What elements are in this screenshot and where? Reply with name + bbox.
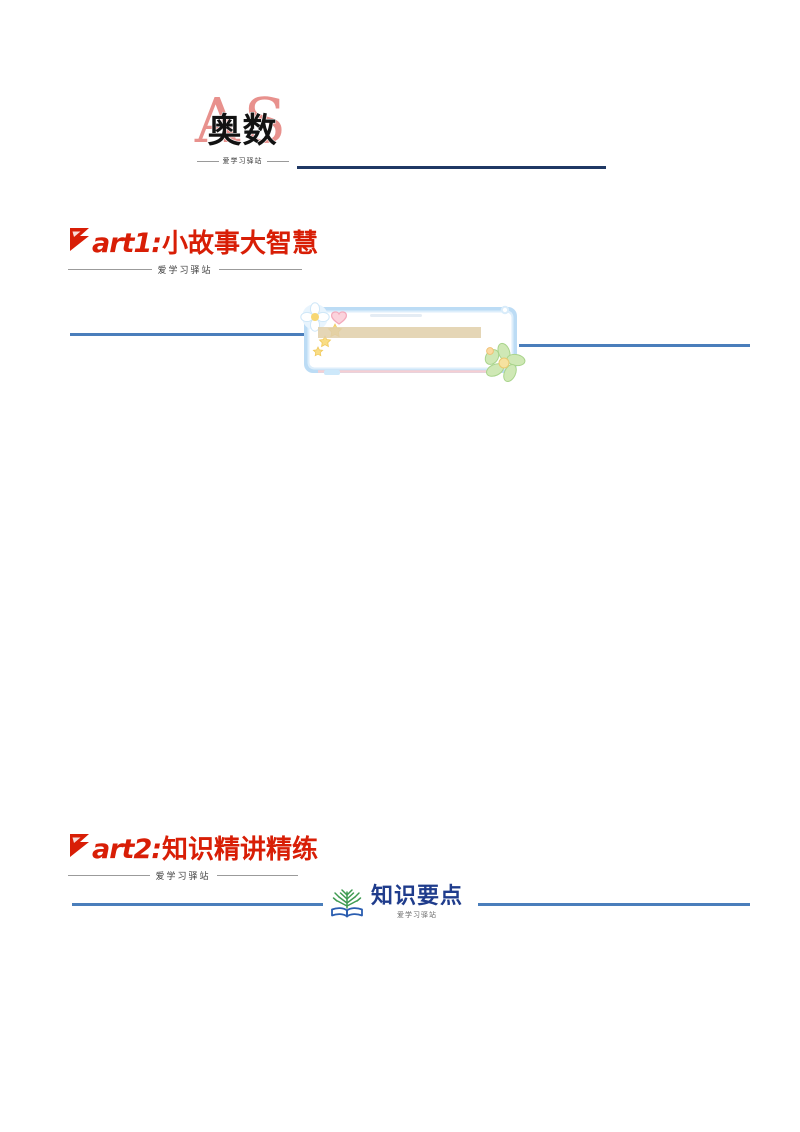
part2-rule-right [216, 874, 299, 876]
logo-subtitle-row: 爱学习驿站 [177, 156, 308, 166]
frame-faint-line [370, 314, 422, 317]
brand-logo: AS 奥数 爱学习驿站 [177, 86, 308, 178]
logo-subtitle: 爱学习驿站 [222, 157, 263, 165]
part2-station: 爱学习驿站 [155, 871, 211, 882]
part2-chinese-label: 知识精讲精练 [162, 834, 319, 865]
part1-banner: art1: 小故事大智慧 爱学习驿站 [68, 223, 318, 276]
part1-label: art1: [92, 227, 162, 259]
part1-station: 爱学习驿站 [157, 265, 213, 276]
heart-icon [330, 311, 348, 325]
knowledge-divider-right [470, 903, 750, 906]
knowledge-badge-title: 知识要点 [371, 883, 464, 909]
part2-label: art2: [92, 833, 162, 865]
story-decorative-frame [296, 302, 526, 382]
logo-initials: AS [194, 84, 291, 157]
logo-chinese-title: 奥数 [207, 111, 278, 151]
story-divider-left [70, 333, 308, 336]
part2-rule-left [68, 874, 150, 876]
frame-content [318, 310, 514, 368]
frame-highlight-band [318, 327, 481, 338]
part2-station-row: 爱学习驿站 [68, 869, 299, 882]
logo-rule-left [196, 160, 219, 162]
logo-rule-right [266, 160, 289, 162]
part1-heading: art1: 小故事大智慧 [68, 223, 318, 260]
book-tree-icon [331, 889, 363, 918]
knowledge-badge-texts: 知识要点 爱学习驿站 [371, 883, 464, 920]
knowledge-badge-subtitle: 爱学习驿站 [397, 910, 437, 919]
part1-station-row: 爱学习驿站 [68, 263, 303, 276]
knowledge-point-badge: 知识要点 爱学习驿站 [323, 882, 478, 922]
part2-banner: art2: 知识精讲精练 爱学习驿站 [68, 829, 318, 882]
part1-rule-left [68, 268, 152, 270]
part1-chinese-label: 小故事大智慧 [162, 228, 319, 259]
flower-top-left-icon [300, 302, 348, 332]
knowledge-divider-left [72, 903, 325, 906]
part2-heading: art2: 知识精讲精练 [68, 829, 318, 866]
part1-rule-right [218, 268, 303, 270]
flag-icon [68, 226, 91, 252]
header-divider [297, 166, 606, 169]
frame-border [304, 305, 517, 375]
flag-icon [68, 832, 91, 858]
story-divider-right [519, 344, 750, 347]
green-flower-icon [484, 342, 526, 382]
